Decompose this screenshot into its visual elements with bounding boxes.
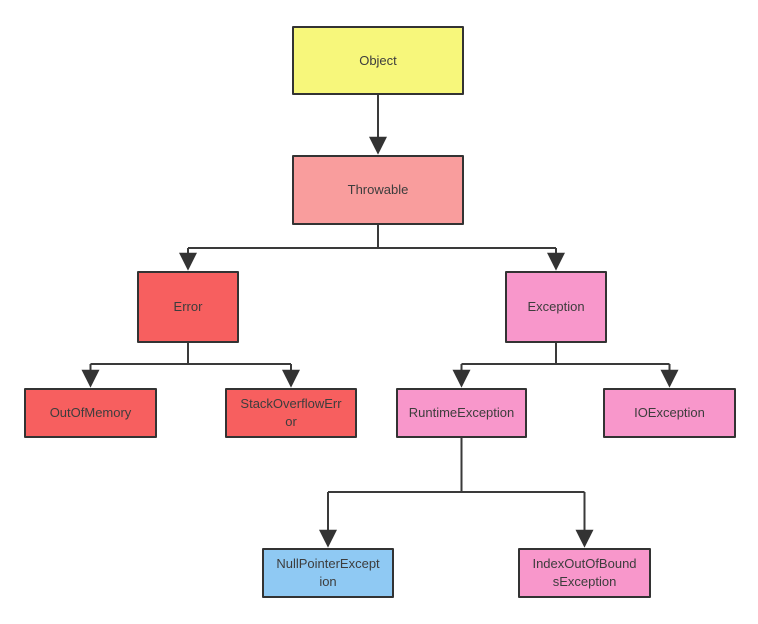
node-indexoutofboundsexception-label: IndexOutOfBoundsException [532,556,637,589]
node-throwable-label: Throwable [347,182,409,198]
node-error: Error [137,271,239,343]
node-ioexception: IOException [603,388,736,438]
node-error-label: Error [173,299,203,315]
node-stackoverflowerror-label: StackOverflowError [240,396,342,429]
node-indexoutofboundsexception: IndexOutOfBoundsException [518,548,651,598]
node-stackoverflowerror: StackOverflowError [225,388,357,438]
node-ioexception-label: IOException [634,405,705,421]
node-nullpointerexception: NullPointerException [262,548,394,598]
node-runtimeexception: RuntimeException [396,388,527,438]
node-object-label: Object [359,52,397,68]
node-exception: Exception [505,271,607,343]
node-exception-label: Exception [527,299,585,315]
node-runtimeexception-label: RuntimeException [408,405,515,421]
node-outofmemory: OutOfMemory [24,388,157,438]
node-outofmemory-label: OutOfMemory [49,405,132,421]
node-object: Object [292,26,464,95]
node-throwable: Throwable [292,155,464,225]
node-nullpointerexception-label: NullPointerException [276,556,380,589]
